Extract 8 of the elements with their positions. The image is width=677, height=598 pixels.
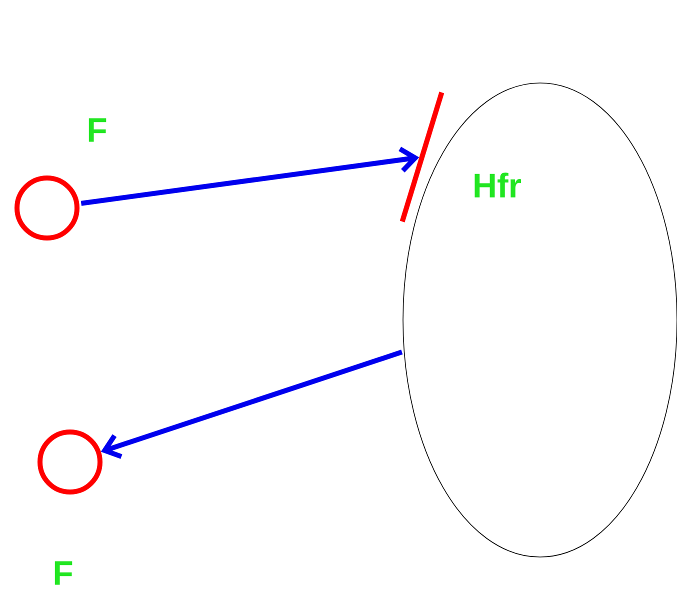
node-label: F bbox=[88, 118, 106, 142]
arrow bbox=[100, 350, 403, 459]
strain-label: Hfr bbox=[474, 172, 522, 198]
node-label: F bbox=[54, 561, 72, 585]
ring-symbol bbox=[38, 430, 102, 494]
ring-symbol bbox=[14, 176, 80, 240]
arrow bbox=[80, 146, 420, 206]
cell-outline bbox=[402, 82, 677, 558]
